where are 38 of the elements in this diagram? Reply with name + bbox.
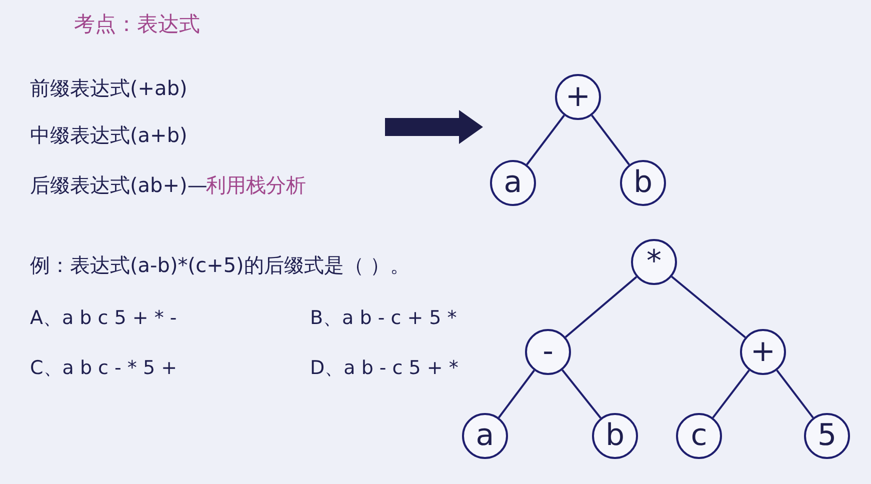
tree-edge [526, 114, 565, 166]
text-line: D、a b - c 5 + * [310, 356, 458, 381]
text-line: 例：表达式(a-b)*(c+5)的后缀式是（ ）。 [30, 252, 410, 279]
tree-node-circle [620, 160, 666, 206]
tree-edge [712, 370, 750, 418]
node-symbol: 5 [817, 421, 837, 451]
node-symbol: a [476, 421, 494, 451]
tree-edge [776, 370, 814, 418]
node-symbol: c [690, 421, 708, 451]
node-symbol: + [565, 82, 591, 112]
text-line: C、a b c - * 5 + [30, 356, 178, 381]
tree-edge [562, 369, 602, 419]
text-line: 中缀表达式(a+b) [30, 122, 188, 149]
tree-node-circle [592, 413, 638, 459]
node-symbol: - [542, 337, 554, 367]
tree-node-circle [631, 239, 677, 285]
tree-node-circle [462, 413, 508, 459]
text-line: B、a b - c + 5 * [310, 306, 457, 331]
node-symbol: b [633, 168, 653, 198]
tree-node-circle [555, 74, 601, 120]
node-symbol: * [646, 247, 662, 277]
text-line: 后缀表达式(ab+)— [30, 172, 208, 199]
tree-node-circle [804, 413, 850, 459]
text-line: 前缀表达式(+ab) [30, 75, 188, 102]
tree-node-circle [740, 329, 786, 375]
text-line: 利用栈分析 [206, 172, 306, 199]
tree-node-circle [490, 160, 536, 206]
text-line: A、a b c 5 + * - [30, 306, 177, 331]
node-symbol: a [504, 168, 522, 198]
tree-node-circle [525, 329, 571, 375]
tree-edge [498, 370, 535, 418]
tree-edge [564, 276, 638, 338]
tree-node-circle [676, 413, 722, 459]
tree-edge [591, 114, 630, 166]
node-symbol: + [750, 337, 776, 367]
tree-edge [671, 276, 746, 338]
node-symbol: b [605, 421, 625, 451]
slide-title: 考点：表达式 [74, 11, 200, 38]
